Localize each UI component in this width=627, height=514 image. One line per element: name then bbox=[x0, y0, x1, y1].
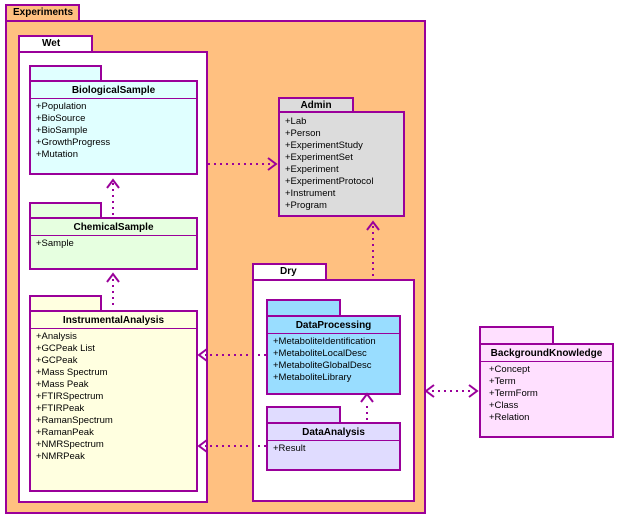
data-processing-title: DataProcessing bbox=[268, 317, 399, 334]
attribute: +Sample bbox=[36, 238, 74, 249]
background-knowledge-tab bbox=[479, 326, 554, 345]
attribute: +FTIRPeak bbox=[36, 403, 85, 414]
arrowhead bbox=[468, 384, 479, 398]
attribute: +Mass Peak bbox=[36, 379, 89, 390]
biological-sample-class: BiologicalSample +Population +BioSource … bbox=[29, 80, 198, 175]
dry-package-tab: Dry bbox=[252, 263, 327, 281]
dry-package-label: Dry bbox=[280, 266, 297, 277]
attribute: +MetaboliteGlobalDesc bbox=[273, 360, 372, 371]
attribute: +ExperimentStudy bbox=[285, 140, 363, 151]
attribute: +RamanPeak bbox=[36, 427, 94, 438]
attribute: +ExperimentSet bbox=[285, 152, 353, 163]
arrowhead bbox=[197, 439, 208, 453]
admin-tab: Admin bbox=[278, 97, 354, 113]
attribute: +Program bbox=[285, 200, 327, 211]
attribute: +MetaboliteLocalDesc bbox=[273, 348, 367, 359]
arrowhead bbox=[106, 272, 120, 283]
attribute: +Analysis bbox=[36, 331, 77, 342]
attribute: +Instrument bbox=[285, 188, 336, 199]
attribute: +NMRSpectrum bbox=[36, 439, 104, 450]
attribute: +Population bbox=[36, 101, 87, 112]
attribute: +TermForm bbox=[489, 388, 538, 399]
data-analysis-tab bbox=[266, 406, 341, 424]
attribute: +Term bbox=[489, 376, 516, 387]
background-knowledge-items: +Concept +Term +TermForm +Class +Relatio… bbox=[481, 362, 612, 424]
background-knowledge-class: BackgroundKnowledge +Concept +Term +Term… bbox=[479, 343, 614, 438]
attribute: +RamanSpectrum bbox=[36, 415, 113, 426]
admin-title: Admin bbox=[300, 100, 332, 111]
data-processing-tab bbox=[266, 299, 341, 317]
instrumental-analysis-class: InstrumentalAnalysis +Analysis +GCPeak L… bbox=[29, 310, 198, 492]
chemical-sample-tab bbox=[29, 202, 102, 219]
data-analysis-items: +Result bbox=[268, 441, 399, 455]
biological-sample-items: +Population +BioSource +BioSample +Growt… bbox=[31, 99, 196, 161]
attribute: +GCPeak List bbox=[36, 343, 95, 354]
experiments-package-label: Experiments bbox=[13, 7, 74, 18]
arrowhead bbox=[360, 392, 374, 403]
data-processing-class: DataProcessing +MetaboliteIdentification… bbox=[266, 315, 401, 395]
wet-package-tab: Wet bbox=[18, 35, 93, 53]
arrowhead bbox=[267, 157, 278, 171]
attribute: +Person bbox=[285, 128, 321, 139]
attribute: +Result bbox=[273, 443, 306, 454]
attribute: +MetaboliteLibrary bbox=[273, 372, 352, 383]
attribute: +Experiment bbox=[285, 164, 339, 175]
biological-sample-title: BiologicalSample bbox=[31, 82, 196, 99]
arrowhead bbox=[424, 384, 435, 398]
data-analysis-class: DataAnalysis +Result bbox=[266, 422, 401, 471]
chemical-sample-class: ChemicalSample +Sample bbox=[29, 217, 198, 270]
attribute: +Lab bbox=[285, 116, 307, 127]
attribute: +GCPeak bbox=[36, 355, 78, 366]
instrumental-analysis-items: +Analysis +GCPeak List +GCPeak +Mass Spe… bbox=[31, 329, 196, 463]
attribute: +NMRPeak bbox=[36, 451, 85, 462]
arrowhead bbox=[366, 220, 380, 231]
attribute: +GrowthProgress bbox=[36, 137, 111, 148]
chemical-sample-items: +Sample bbox=[31, 236, 196, 250]
experiments-package-tab: Experiments bbox=[5, 4, 80, 22]
attribute: +Mutation bbox=[36, 149, 78, 160]
wet-package-label: Wet bbox=[42, 38, 61, 49]
attribute: +ExperimentProtocol bbox=[285, 176, 374, 187]
admin-class: +Lab +Person +ExperimentStudy +Experimen… bbox=[278, 111, 405, 217]
background-knowledge-title: BackgroundKnowledge bbox=[481, 345, 612, 362]
chemical-sample-title: ChemicalSample bbox=[31, 219, 196, 236]
attribute: +FTIRSpectrum bbox=[36, 391, 104, 402]
attribute: +Concept bbox=[489, 364, 530, 375]
biological-sample-tab bbox=[29, 65, 102, 82]
data-analysis-title: DataAnalysis bbox=[268, 424, 399, 441]
attribute: +Relation bbox=[489, 412, 530, 423]
admin-items: +Lab +Person +ExperimentStudy +Experimen… bbox=[280, 113, 403, 212]
attribute: +BioSample bbox=[36, 125, 88, 136]
instrumental-analysis-tab bbox=[29, 295, 102, 312]
attribute: +Mass Spectrum bbox=[36, 367, 108, 378]
instrumental-analysis-title: InstrumentalAnalysis bbox=[31, 312, 196, 329]
arrowhead bbox=[197, 348, 208, 362]
attribute: +Class bbox=[489, 400, 519, 411]
arrowhead bbox=[106, 178, 120, 189]
attribute: +BioSource bbox=[36, 113, 86, 124]
attribute: +MetaboliteIdentification bbox=[273, 336, 376, 347]
data-processing-items: +MetaboliteIdentification +MetaboliteLoc… bbox=[268, 334, 399, 384]
